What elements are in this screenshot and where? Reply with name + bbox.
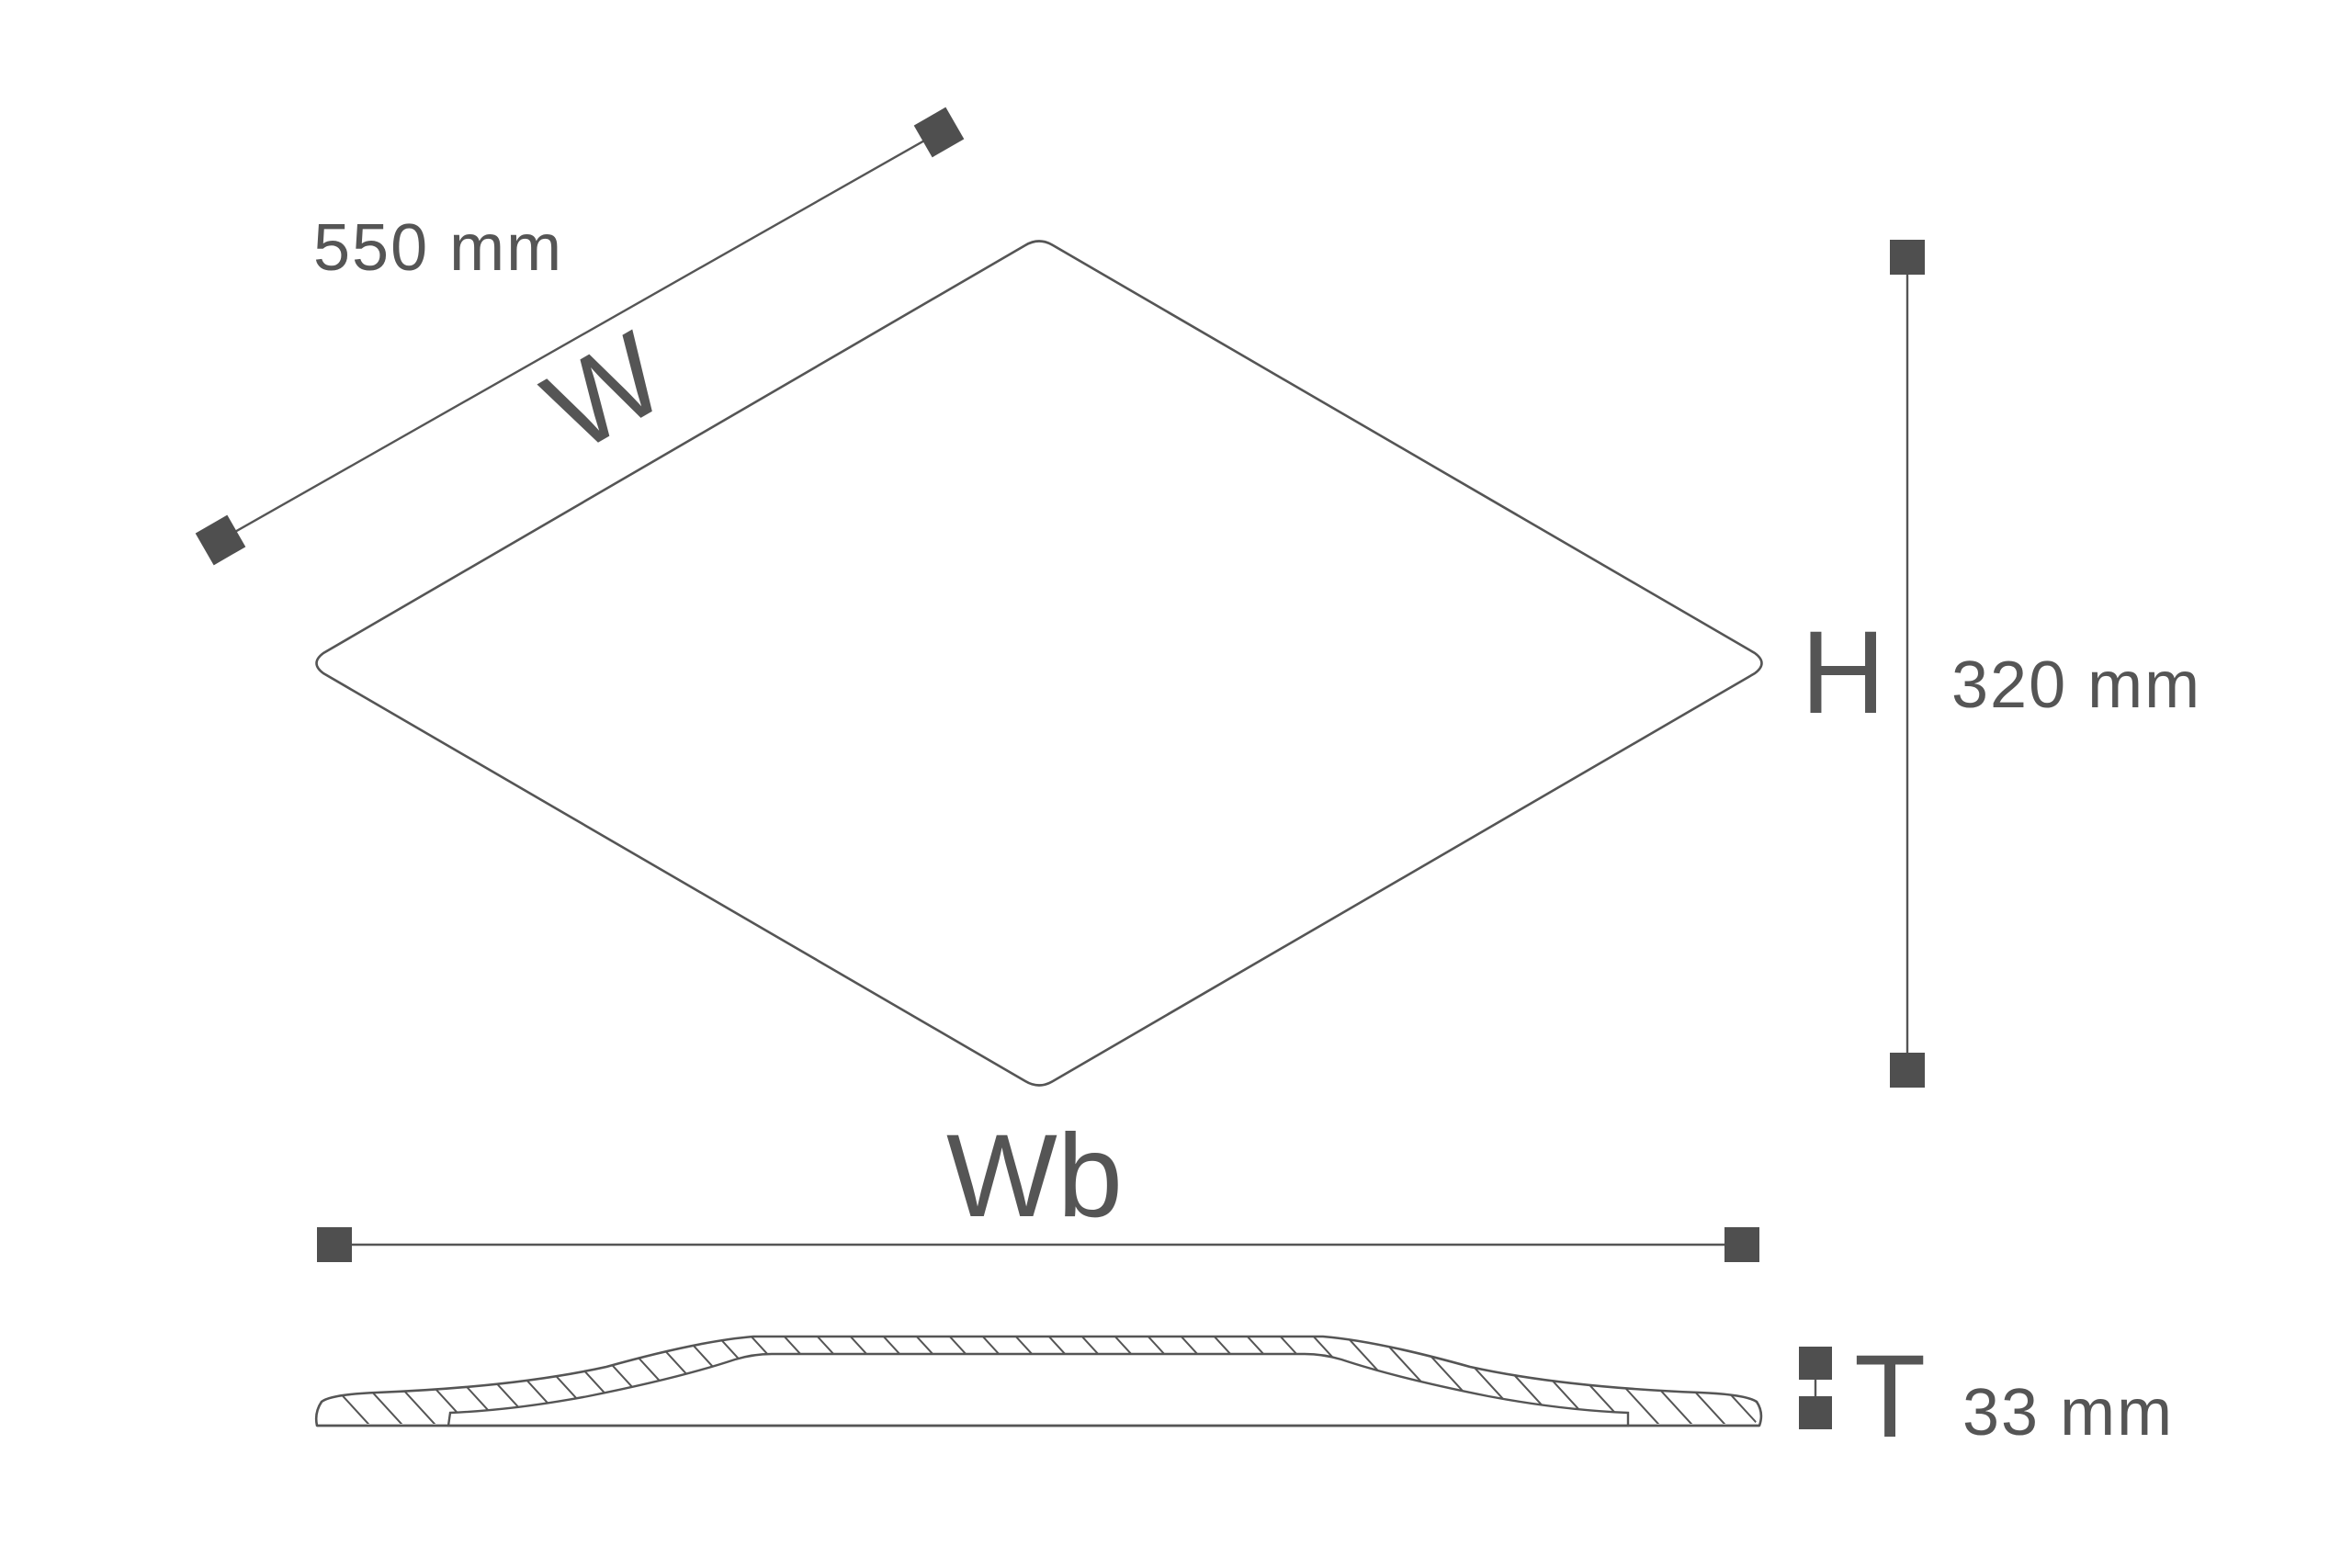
height-end-marker-bottom (1890, 1053, 1925, 1088)
width-end-marker-right (913, 107, 965, 158)
width-dimension-line (220, 130, 940, 542)
thickness-marker-top (1799, 1347, 1832, 1380)
thickness-dimension: T 33 mm (1799, 1331, 2174, 1462)
thickness-value-label: 33 mm (1962, 1376, 2174, 1450)
tile-top-view-outline (315, 240, 1763, 1087)
height-value-label: 320 mm (1951, 649, 2201, 722)
width-value-label: 550 mm (313, 211, 563, 285)
profile-inner-cavity (447, 1352, 1630, 1427)
width-end-marker-left (195, 514, 246, 566)
tile-side-profile (314, 1335, 1763, 1427)
base-width-dimension: Wb (317, 1111, 1759, 1262)
height-symbol: H (1801, 607, 1885, 739)
base-width-symbol: Wb (946, 1111, 1123, 1242)
thickness-symbol: T (1854, 1331, 1926, 1462)
width-symbol: W (525, 308, 686, 477)
base-width-end-marker-right (1724, 1227, 1759, 1262)
thickness-marker-bottom (1799, 1396, 1832, 1429)
height-dimension: H 320 mm (1801, 240, 2201, 1088)
base-width-end-marker-left (317, 1227, 352, 1262)
height-end-marker-top (1890, 240, 1925, 275)
